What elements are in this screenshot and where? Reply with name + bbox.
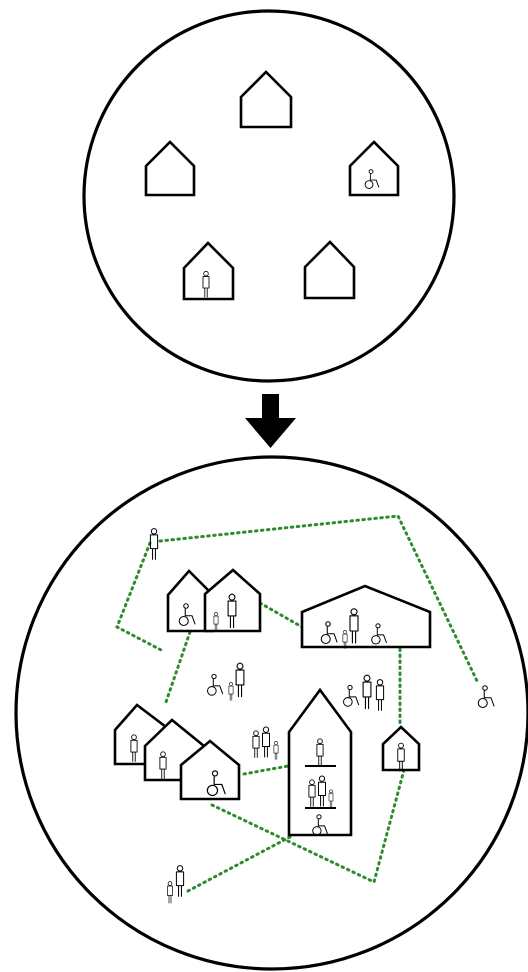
wheelchair-user-icon bbox=[320, 621, 338, 645]
house-icon bbox=[203, 568, 262, 633]
adult-icon bbox=[316, 738, 324, 766]
adult-icon bbox=[318, 775, 326, 807]
adult-icon bbox=[202, 270, 210, 298]
adult-icon bbox=[362, 674, 372, 710]
house-icon bbox=[239, 70, 293, 129]
wheelchair-user-icon bbox=[364, 169, 380, 189]
people-group bbox=[343, 674, 385, 711]
down-arrow-icon bbox=[245, 394, 296, 448]
wheelchair-user-icon bbox=[312, 814, 328, 836]
child-icon bbox=[273, 741, 279, 760]
adult-icon bbox=[130, 734, 138, 762]
house-icon bbox=[182, 241, 235, 301]
connection-line bbox=[115, 541, 165, 653]
adult-icon bbox=[159, 751, 167, 779]
house-icon bbox=[144, 140, 196, 197]
adult-icon bbox=[227, 593, 237, 629]
child-icon bbox=[167, 881, 173, 904]
connection-line bbox=[158, 514, 480, 685]
before-circle bbox=[82, 9, 456, 383]
adult-icon bbox=[308, 779, 316, 807]
adult-icon bbox=[175, 865, 185, 897]
adult-icon bbox=[397, 742, 405, 772]
house-icon bbox=[179, 739, 241, 801]
people-group bbox=[207, 662, 245, 701]
adult-icon bbox=[235, 662, 245, 698]
wheelchair-user-icon bbox=[206, 770, 226, 797]
child-icon bbox=[328, 789, 334, 808]
people-group bbox=[252, 726, 279, 760]
connection-line bbox=[210, 768, 406, 885]
wheelchair-user-icon bbox=[477, 685, 495, 709]
house-icon bbox=[381, 725, 421, 772]
wheelchair-user-icon bbox=[207, 673, 224, 696]
adult-icon bbox=[349, 608, 359, 644]
house-icon bbox=[287, 687, 353, 837]
connection-line bbox=[258, 601, 304, 629]
house-icon bbox=[300, 584, 432, 649]
house-icon bbox=[303, 240, 356, 300]
wheelchair-user-icon bbox=[343, 684, 360, 707]
connection-line bbox=[242, 764, 290, 776]
adult-icon bbox=[262, 726, 270, 758]
adult-icon bbox=[149, 528, 159, 560]
wheelchair-user-icon bbox=[371, 623, 387, 645]
adult-icon bbox=[375, 679, 385, 711]
child-icon bbox=[213, 612, 219, 631]
before-scene bbox=[82, 9, 456, 383]
connection-line bbox=[164, 630, 192, 704]
connection-line bbox=[186, 827, 307, 893]
adult-icon bbox=[252, 730, 260, 758]
child-icon bbox=[228, 682, 234, 701]
connection-network bbox=[115, 514, 480, 893]
house-icon bbox=[348, 140, 400, 197]
after-circle bbox=[14, 455, 528, 971]
wheelchair-user-icon bbox=[178, 603, 196, 627]
child-icon bbox=[342, 630, 348, 649]
after-scene bbox=[14, 455, 528, 971]
